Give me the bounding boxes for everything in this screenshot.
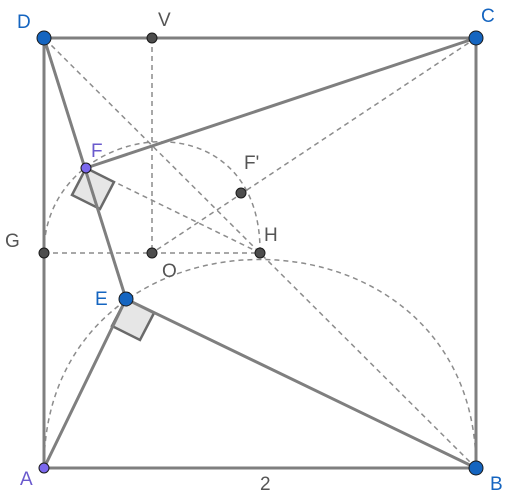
label-H: H: [264, 225, 278, 246]
point-E: [118, 291, 134, 307]
label-side-length: 2: [260, 474, 271, 495]
point-F-prime: [235, 187, 247, 199]
point-C: [468, 30, 484, 46]
point-H: [254, 247, 266, 259]
label-B: B: [490, 474, 503, 495]
segment-AE: [42, 297, 128, 470]
label-A: A: [20, 469, 33, 490]
label-D: D: [17, 12, 31, 33]
point-D: [36, 30, 52, 46]
label-E: E: [95, 289, 108, 310]
segment-FC: [84, 36, 478, 170]
point-V: [146, 32, 158, 44]
label-F-prime: F': [244, 153, 259, 174]
segment-EB: [124, 297, 478, 470]
label-F: F: [91, 141, 103, 162]
label-V: V: [158, 10, 171, 31]
point-B: [468, 460, 484, 476]
right-angle-marker-F: [70, 166, 116, 211]
label-C: C: [481, 6, 495, 27]
dashed-line-CO: [151, 37, 477, 254]
point-G: [38, 247, 50, 259]
dashed-arc-small: [43, 140, 261, 254]
right-angle-marker-E: [110, 297, 156, 342]
point-F: [80, 162, 92, 174]
dashed-line-BD: [43, 37, 477, 469]
dashed-arc-large: [43, 258, 477, 469]
point-A: [38, 462, 50, 474]
label-G: G: [5, 231, 20, 252]
point-O: [146, 247, 158, 259]
label-O: O: [162, 261, 177, 282]
